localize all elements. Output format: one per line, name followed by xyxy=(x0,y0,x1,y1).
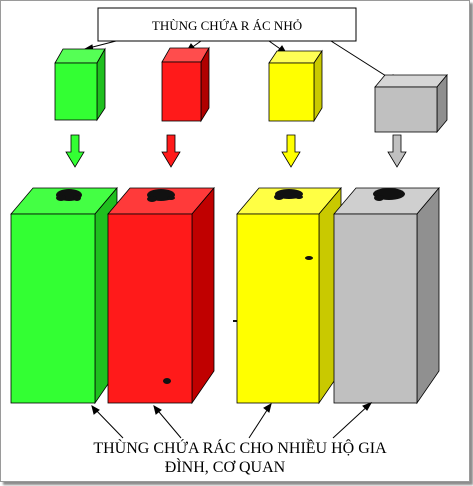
large-gray-bin xyxy=(333,186,440,405)
large-green-bin xyxy=(10,186,118,405)
large-red-bin xyxy=(107,186,215,405)
small-green-bin xyxy=(54,47,106,122)
gray-down-arrow xyxy=(387,134,407,168)
top-label-box xyxy=(97,7,357,42)
green-down-arrow xyxy=(65,134,85,168)
large-yellow-bin xyxy=(236,186,342,405)
top-label: THÙNG CHỨA R ÁC NHỎ xyxy=(152,18,302,33)
small-yellow-bin xyxy=(268,49,323,123)
top-connector-arrows xyxy=(83,40,398,84)
small-gray-bin xyxy=(374,73,448,134)
red-down-arrow xyxy=(161,134,181,168)
waste-splat-marks xyxy=(56,188,405,384)
small-red-bin xyxy=(161,46,210,123)
yellow-down-arrow xyxy=(281,134,301,168)
bottom-label-line1: THÙNG CHỨA RÁC CHO NHIỀU HỘ GIA xyxy=(93,438,387,457)
bottom-label-line2: ĐÌNH, CƠ QUAN xyxy=(165,457,286,476)
bottom-connector-arrows xyxy=(91,402,373,439)
